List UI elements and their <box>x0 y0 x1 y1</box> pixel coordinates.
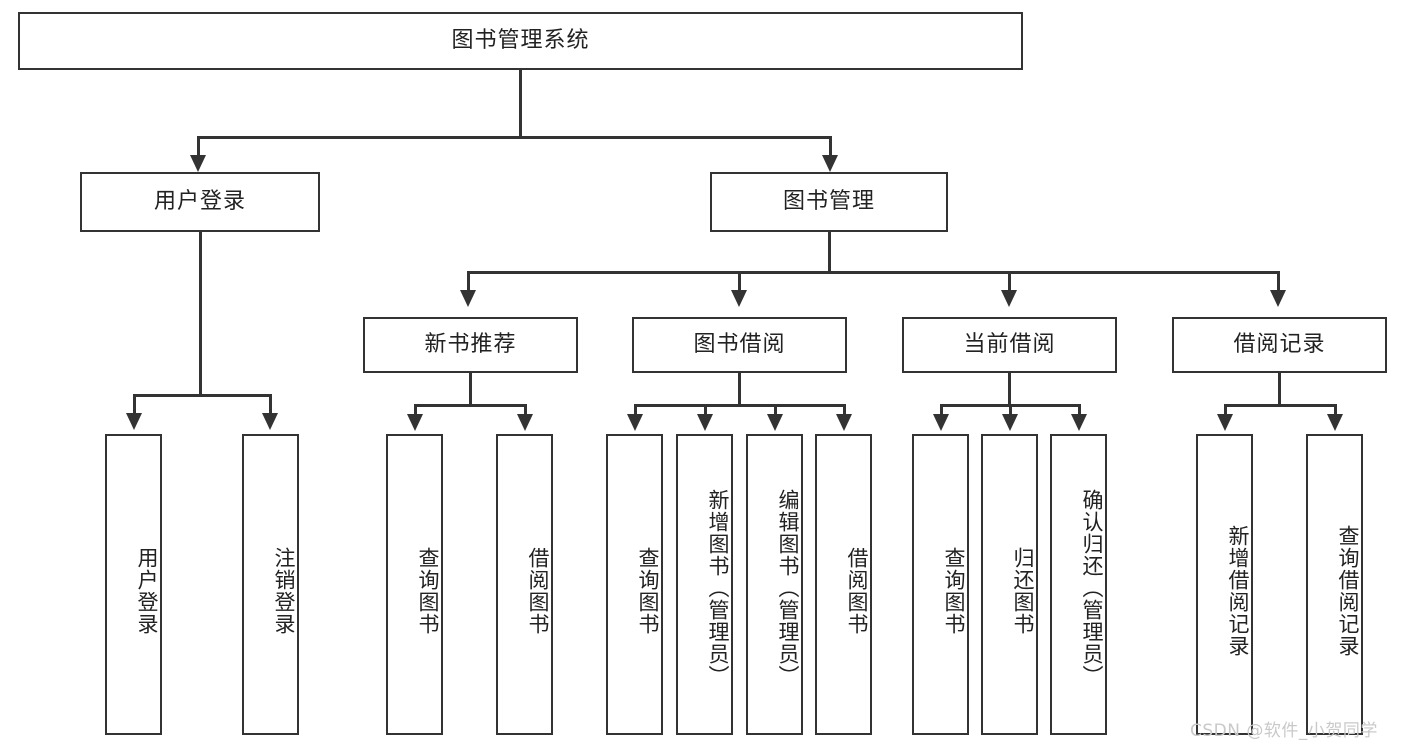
edge-bm-to-borrow-record <box>1277 271 1280 292</box>
arrow-bm-to-book-borrow <box>731 290 747 307</box>
edge-cb-to-leaf-1 <box>940 404 943 418</box>
node-book-management[interactable]: 图书管理 <box>710 172 948 232</box>
arrow-cb-to-leaf-2 <box>1002 414 1018 431</box>
node-leaf-query-record[interactable]: 查询借阅记录 <box>1306 434 1363 735</box>
node-leaf-query-book-3-label: 查询图书 <box>942 546 966 635</box>
edge-nbr-bar <box>414 404 527 407</box>
node-leaf-borrow-book-1[interactable]: 借阅图书 <box>496 434 553 735</box>
edge-nbr-to-leaf-1 <box>414 404 417 418</box>
edge-nbr-to-leaf-2 <box>524 404 527 418</box>
arrow-root-to-book-management <box>822 155 838 172</box>
arrow-cb-to-leaf-3 <box>1071 414 1087 431</box>
node-user-login[interactable]: 用户登录 <box>80 172 320 232</box>
node-leaf-borrow-book-2[interactable]: 借阅图书 <box>815 434 872 735</box>
edge-bb-stem <box>738 373 741 406</box>
edge-br-bar <box>1224 404 1337 407</box>
edge-bb-to-leaf-1 <box>634 404 637 418</box>
arrow-user-login-to-leaf-2 <box>262 413 278 430</box>
node-leaf-add-book[interactable]: 新增图书（管理员） <box>676 434 733 735</box>
node-book-management-label: 图书管理 <box>782 188 875 214</box>
node-leaf-return-book-label: 归还图书 <box>1011 546 1035 635</box>
node-leaf-logout-label: 注销登录 <box>272 546 296 635</box>
edge-user-login-to-leaf-2 <box>269 394 272 415</box>
node-current-borrow-label: 当前借阅 <box>963 331 1056 357</box>
node-leaf-borrow-book-1-label: 借阅图书 <box>526 546 550 635</box>
edge-root-to-user-login <box>197 136 200 158</box>
edge-book-management-stem <box>828 232 831 273</box>
arrow-bm-to-new-book-recommend <box>460 290 476 307</box>
edge-bm-to-new-book-recommend <box>467 271 470 292</box>
arrow-bm-to-borrow-record <box>1270 290 1286 307</box>
csdn-watermark-text: CSDN @软件_小贺同学 <box>1190 721 1378 741</box>
edge-bb-bar <box>634 404 845 407</box>
node-leaf-borrow-book-2-label: 借阅图书 <box>845 546 869 635</box>
arrow-nbr-to-leaf-2 <box>517 414 533 431</box>
edge-bb-to-leaf-3 <box>774 404 777 418</box>
node-borrow-record-label: 借阅记录 <box>1233 331 1326 357</box>
node-leaf-user-login-label: 用户登录 <box>135 546 159 635</box>
edge-root-bar <box>197 136 831 139</box>
node-new-book-recommend-label: 新书推荐 <box>424 331 517 357</box>
node-leaf-return-book[interactable]: 归还图书 <box>981 434 1038 735</box>
node-user-login-label: 用户登录 <box>153 188 246 214</box>
node-root[interactable]: 图书管理系统 <box>18 12 1023 70</box>
edge-bb-to-leaf-2 <box>704 404 707 418</box>
edge-user-login-to-leaf-1 <box>133 394 136 415</box>
edge-cb-stem <box>1008 373 1011 406</box>
arrow-bb-to-leaf-3 <box>767 414 783 431</box>
node-leaf-query-record-label: 查询借阅记录 <box>1336 524 1360 657</box>
edge-nbr-stem <box>469 373 472 406</box>
node-leaf-confirm-return-label: 确认归还（管理员） <box>1080 488 1104 687</box>
arrow-bm-to-current-borrow <box>1001 290 1017 307</box>
node-current-borrow[interactable]: 当前借阅 <box>902 317 1117 373</box>
edge-book-management-bar <box>467 271 1279 274</box>
node-leaf-user-login[interactable]: 用户登录 <box>105 434 162 735</box>
node-leaf-add-record[interactable]: 新增借阅记录 <box>1196 434 1253 735</box>
node-book-borrow[interactable]: 图书借阅 <box>632 317 847 373</box>
arrow-nbr-to-leaf-1 <box>407 414 423 431</box>
arrow-br-to-leaf-2 <box>1327 414 1343 431</box>
node-leaf-edit-book[interactable]: 编辑图书（管理员） <box>746 434 803 735</box>
arrow-cb-to-leaf-1 <box>933 414 949 431</box>
node-leaf-query-book-2[interactable]: 查询图书 <box>606 434 663 735</box>
edge-bm-to-current-borrow <box>1008 271 1011 292</box>
node-book-borrow-label: 图书借阅 <box>693 331 786 357</box>
arrow-root-to-user-login <box>190 155 206 172</box>
node-leaf-logout[interactable]: 注销登录 <box>242 434 299 735</box>
node-leaf-query-book-3[interactable]: 查询图书 <box>912 434 969 735</box>
node-borrow-record[interactable]: 借阅记录 <box>1172 317 1387 373</box>
arrow-bb-to-leaf-4 <box>836 414 852 431</box>
node-leaf-query-book-1[interactable]: 查询图书 <box>386 434 443 735</box>
edge-root-stem <box>519 70 522 138</box>
arrow-br-to-leaf-1 <box>1217 414 1233 431</box>
arrow-user-login-to-leaf-1 <box>126 413 142 430</box>
edge-cb-to-leaf-2 <box>1009 404 1012 418</box>
node-leaf-add-book-label: 新增图书（管理员） <box>706 488 730 687</box>
edge-br-to-leaf-2 <box>1334 404 1337 418</box>
csdn-watermark: CSDN @软件_小贺同学 <box>1190 716 1378 741</box>
edge-user-login-stem <box>199 232 202 396</box>
arrow-bb-to-leaf-2 <box>697 414 713 431</box>
edge-cb-to-leaf-3 <box>1078 404 1081 418</box>
edge-user-login-bar <box>133 394 269 397</box>
edge-bb-to-leaf-4 <box>843 404 846 418</box>
node-root-label: 图书管理系统 <box>451 27 590 53</box>
node-leaf-query-book-2-label: 查询图书 <box>636 546 660 635</box>
edge-root-to-book-management <box>829 136 832 158</box>
arrow-bb-to-leaf-1 <box>627 414 643 431</box>
node-leaf-add-record-label: 新增借阅记录 <box>1226 524 1250 657</box>
node-leaf-edit-book-label: 编辑图书（管理员） <box>776 488 800 687</box>
node-leaf-query-book-1-label: 查询图书 <box>416 546 440 635</box>
node-leaf-confirm-return[interactable]: 确认归还（管理员） <box>1050 434 1107 735</box>
edge-bm-to-book-borrow <box>738 271 741 292</box>
node-new-book-recommend[interactable]: 新书推荐 <box>363 317 578 373</box>
edge-br-stem <box>1278 373 1281 406</box>
edge-br-to-leaf-1 <box>1224 404 1227 418</box>
